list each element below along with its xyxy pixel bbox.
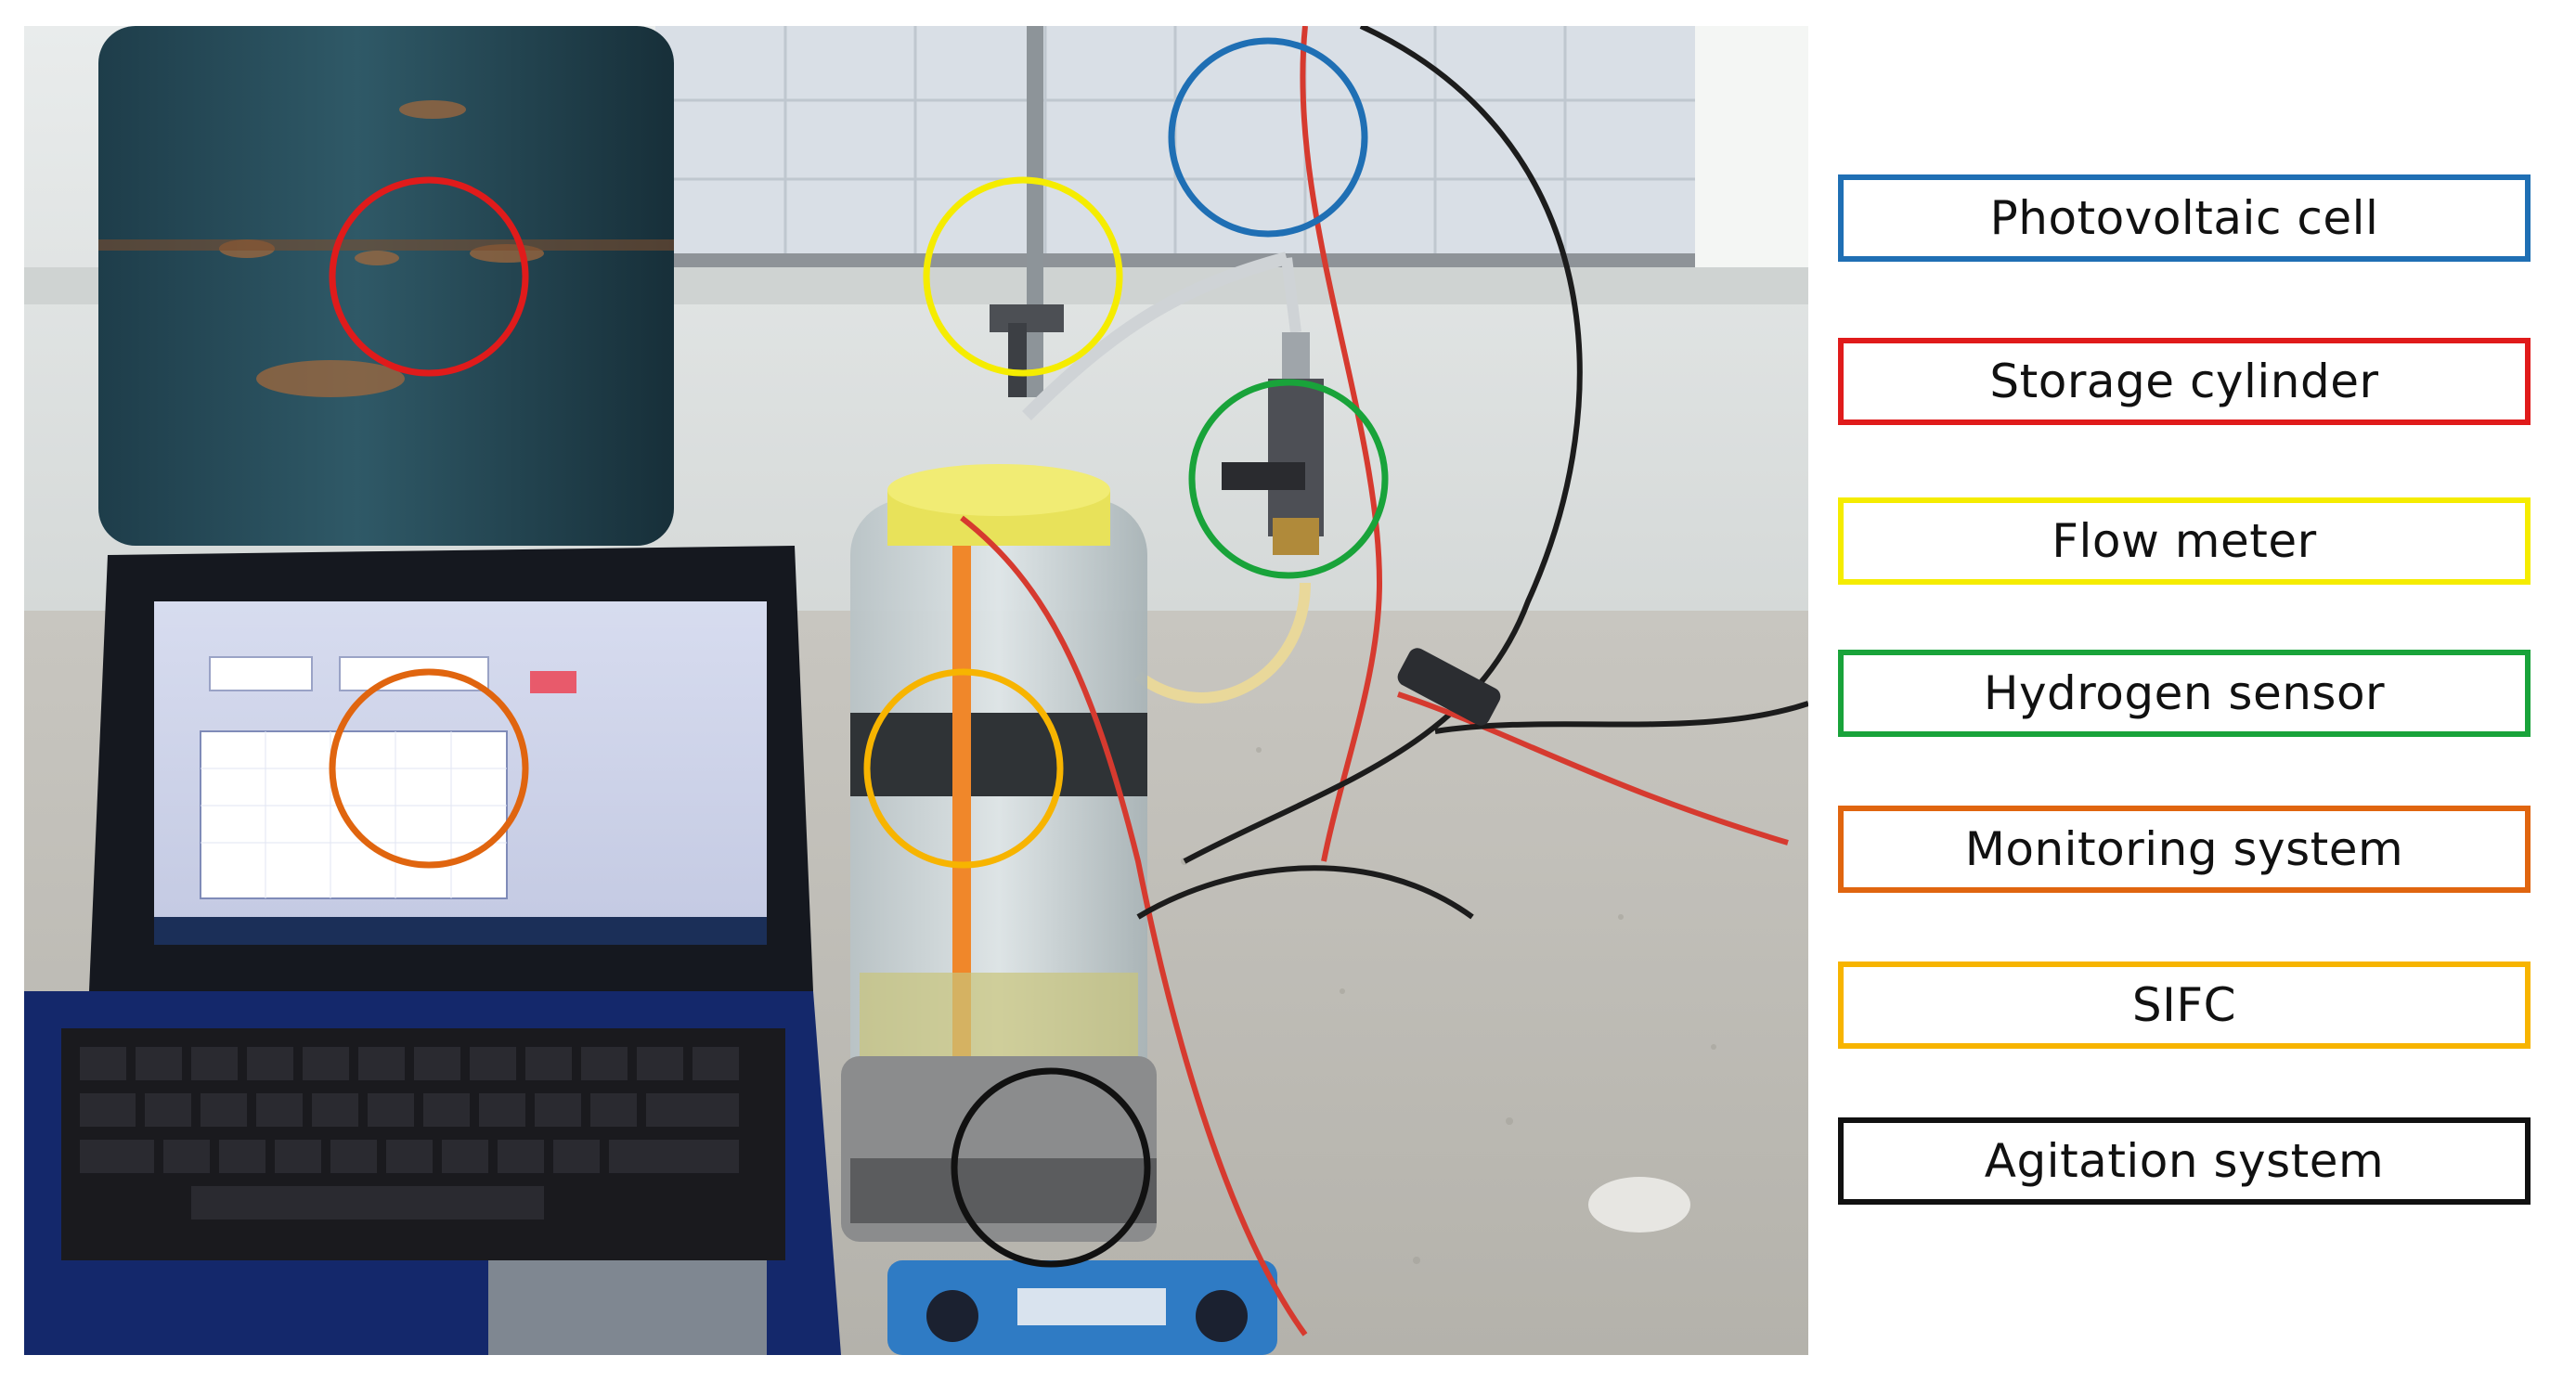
legend-label: Monitoring system xyxy=(1964,822,2404,876)
legend-hydrogen-sensor: Hydrogen sensor xyxy=(1838,650,2531,737)
legend-label: Flow meter xyxy=(2052,514,2317,568)
legend-sifc: SIFC xyxy=(1838,962,2531,1049)
lab-setup-photo xyxy=(24,26,1808,1355)
legend-agitation-system: Agitation system xyxy=(1838,1117,2531,1205)
legend-label: Agitation system xyxy=(1984,1134,2385,1188)
legend-label: Storage cylinder xyxy=(1989,355,2379,408)
legend-flow-meter: Flow meter xyxy=(1838,497,2531,585)
legend-monitoring-system: Monitoring system xyxy=(1838,806,2531,893)
legend-photovoltaic-cell: Photovoltaic cell xyxy=(1838,174,2531,262)
legend-label: Hydrogen sensor xyxy=(1983,666,2386,720)
legend-label: Photovoltaic cell xyxy=(1989,191,2379,245)
legend-label: SIFC xyxy=(2131,978,2237,1032)
legend-storage-cylinder: Storage cylinder xyxy=(1838,338,2531,425)
